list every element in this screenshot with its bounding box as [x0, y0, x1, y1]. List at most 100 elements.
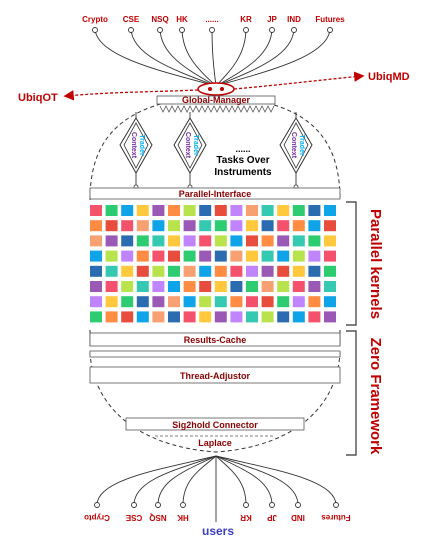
kernel-cell: [214, 281, 227, 292]
kernel-cell: [308, 220, 321, 232]
kernel-cell: [183, 220, 196, 232]
ubiqmd-arrow: [233, 71, 365, 90]
kernel-cell: [199, 235, 212, 247]
bottom-connector-line: [215, 455, 299, 506]
parallel-kernels-label: Parallel kernels: [367, 209, 384, 319]
kernel-cell: [105, 311, 118, 323]
users-label: users: [202, 524, 234, 538]
kernel-cell: [136, 205, 149, 216]
kernel-cell: [308, 296, 321, 308]
top-connector-line: [211, 27, 217, 87]
top-market-node: [209, 27, 215, 33]
kernel-cell: [90, 205, 102, 216]
sig2hold-connector-box: [125, 417, 305, 431]
kernel-cell: [121, 235, 134, 247]
kernel-cell: [90, 311, 102, 323]
top-market-label: IND: [287, 15, 301, 24]
kernel-cell: [230, 205, 243, 216]
bottom-connector-line: [182, 455, 217, 506]
bottom-market-label: Futures: [321, 513, 351, 522]
bottom-connector-line: [133, 455, 217, 506]
kernel-cell: [168, 296, 180, 308]
kernel-cell: [230, 296, 243, 308]
kernel-cell: [308, 235, 321, 247]
context-label: Context: [130, 132, 137, 159]
kernel-cell: [121, 265, 134, 277]
results-cache-label: Results-Cache: [184, 335, 247, 345]
sig2hold-connector-label: Sig2hold Connector: [172, 420, 258, 430]
kernel-cell: [152, 265, 165, 277]
top-market-label: ......: [205, 15, 218, 24]
kernel-cell: [214, 235, 227, 247]
kernel-cell: [324, 250, 336, 262]
kernel-cell: [292, 311, 305, 323]
hub-node-right: [220, 87, 224, 91]
kernel-cell: [292, 205, 305, 216]
kernel-cell: [105, 281, 118, 292]
kernel-cell: [199, 265, 212, 277]
top-market-label: KR: [240, 15, 252, 24]
kernel-cell: [183, 296, 196, 308]
kernel-cell: [277, 205, 290, 216]
top-market-connectors: [92, 27, 333, 87]
context-label: Context: [290, 132, 297, 159]
kernel-cell: [246, 220, 258, 232]
tasks-line1: Tasks Over: [216, 155, 269, 166]
kernel-cell: [324, 265, 336, 277]
kernel-cell: [105, 205, 118, 216]
laplace-label: Laplace: [198, 438, 232, 448]
trader-inner-diamond: [177, 122, 203, 169]
thread-adjustor-box: [89, 366, 341, 384]
kernel-cell: [230, 250, 243, 262]
kernel-cell: [277, 281, 290, 292]
kernel-cell: [136, 250, 149, 262]
thread-adjustor-label: Thread-Adjustor: [180, 371, 250, 381]
bottom-connector-line: [215, 455, 247, 506]
kernel-cell: [308, 311, 321, 323]
top-market-node: [243, 27, 249, 33]
zigzag-connector: [159, 105, 275, 113]
kernel-cell: [90, 235, 102, 247]
top-connector-line: [94, 27, 217, 87]
kernel-cell: [292, 235, 305, 247]
kernel-cell: [152, 311, 165, 323]
spacer-bar: [89, 350, 341, 358]
kernel-cell: [324, 205, 336, 216]
bottom-connector-line: [96, 455, 217, 506]
kernel-cell: [214, 220, 227, 232]
kernel-cell: [121, 250, 134, 262]
kernel-cell: [214, 250, 227, 262]
bottom-market-node: [295, 502, 301, 508]
kernel-cell: [246, 205, 258, 216]
kernel-cell: [168, 205, 180, 216]
bottom-market-label: NSQ: [149, 513, 166, 522]
kernel-cell: [292, 220, 305, 232]
kernel-cell: [277, 235, 290, 247]
kernel-cell: [324, 311, 336, 323]
top-connector-line: [181, 27, 217, 87]
kernel-cell: [277, 220, 290, 232]
top-market-node: [157, 27, 163, 33]
bottom-market-node: [180, 502, 186, 508]
top-connector-line: [159, 27, 217, 87]
oval-bottom-arc: [89, 351, 341, 453]
kernel-cell: [152, 235, 165, 247]
kernel-cell: [168, 281, 180, 292]
kernel-cell: [168, 235, 180, 247]
kernel-cell: [199, 220, 212, 232]
bottom-market-label: HK: [177, 513, 189, 522]
kernel-cell: [152, 250, 165, 262]
top-market-label: HK: [176, 15, 188, 24]
kernel-cell: [261, 265, 274, 277]
kernel-cell: [292, 296, 305, 308]
kernel-cell: [214, 205, 227, 216]
top-market-node: [92, 27, 98, 33]
kernel-cell: [152, 205, 165, 216]
kernel-cell: [105, 235, 118, 247]
kernel-cell: [230, 311, 243, 323]
parallel-interface-label: Parallel-Interface: [179, 189, 252, 199]
